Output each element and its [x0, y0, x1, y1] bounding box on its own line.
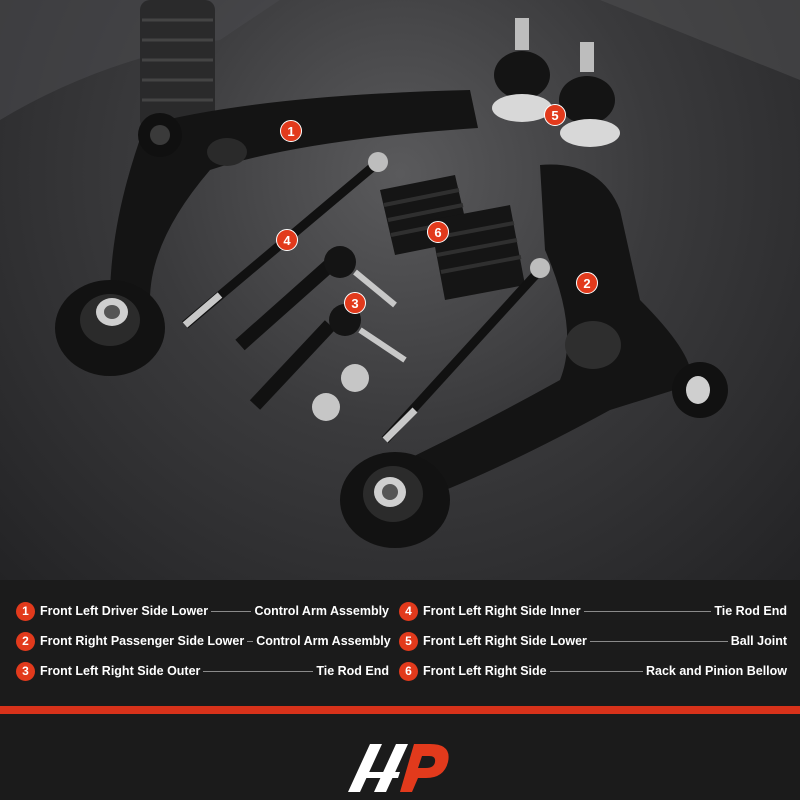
legend-label: Front Left Right Side [423, 664, 547, 678]
legend-item: 5 Front Left Right Side Lower Ball Joint [399, 631, 787, 651]
legend-leader-line [583, 610, 712, 612]
control-arm-right [340, 164, 728, 548]
callout-6: 6 [427, 221, 449, 243]
legend-leader-line [203, 670, 314, 672]
parts-legend: 1 Front Left Driver Side Lower Control A… [0, 580, 800, 705]
legend-item: 6 Front Left Right Side Rack and Pinion … [399, 661, 787, 681]
legend-part-type: Tie Rod End [316, 664, 389, 678]
rack-pinion-bellows [380, 175, 525, 300]
callout-5: 5 [544, 104, 566, 126]
legend-label: Front Right Passenger Side Lower [40, 634, 245, 648]
legend-number: 1 [16, 601, 35, 621]
legend-leader-line [211, 610, 252, 612]
legend-label: Front Left Driver Side Lower [40, 604, 209, 618]
legend-label: Front Left Right Side Lower [423, 634, 587, 648]
callout-4: 4 [276, 229, 298, 251]
legend-part-type: Control Arm Assembly [256, 634, 391, 648]
legend-part-type: Rack and Pinion Bellow [646, 664, 787, 678]
legend-item: 4 Front Left Right Side Inner Tie Rod En… [399, 601, 787, 621]
ball-joints [492, 18, 620, 147]
brand-logo-icon [348, 744, 449, 792]
legend-number: 4 [399, 601, 418, 621]
accent-stripe [0, 706, 800, 714]
outer-tie-rods [235, 246, 407, 421]
legend-number: 5 [399, 631, 418, 651]
legend-part-type: Tie Rod End [714, 604, 787, 618]
control-arm-left [55, 90, 478, 376]
legend-item: 2 Front Right Passenger Side Lower Contr… [16, 631, 391, 651]
legend-item: 1 Front Left Driver Side Lower Control A… [16, 601, 389, 621]
legend-label: Front Left Right Side Outer [40, 664, 201, 678]
callout-1: 1 [280, 120, 302, 142]
legend-leader-line [589, 640, 728, 642]
callout-3: 3 [344, 292, 366, 314]
legend-item: 3 Front Left Right Side Outer Tie Rod En… [16, 661, 389, 681]
legend-number: 2 [16, 631, 35, 651]
callout-2: 2 [576, 272, 598, 294]
legend-leader-line [549, 670, 643, 672]
inner-tie-rods [182, 152, 550, 444]
legend-number: 3 [16, 661, 35, 681]
legend-leader-line [247, 640, 254, 642]
legend-number: 6 [399, 661, 418, 681]
parts-illustration [0, 0, 800, 548]
legend-part-type: Ball Joint [730, 634, 787, 648]
product-photo: 1 2 3 4 5 6 [0, 0, 800, 580]
footer [0, 714, 800, 800]
legend-label: Front Left Right Side Inner [423, 604, 581, 618]
legend-part-type: Control Arm Assembly [254, 604, 389, 618]
